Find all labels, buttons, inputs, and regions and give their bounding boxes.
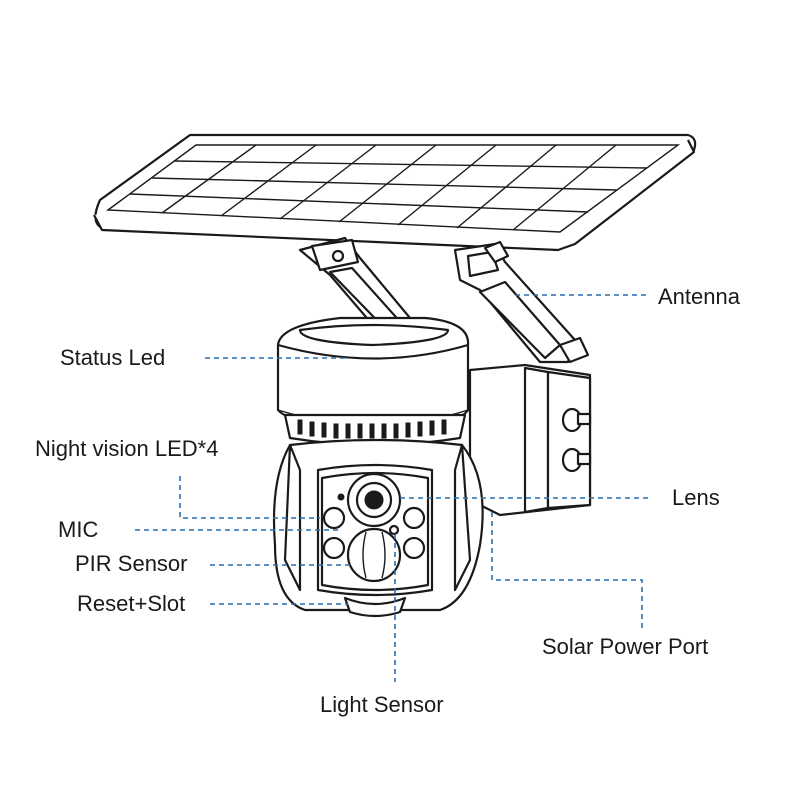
label-night-vision: Night vision LED*4 bbox=[35, 436, 219, 461]
rear-box bbox=[468, 363, 592, 517]
right-bracket bbox=[453, 240, 590, 364]
camera-head bbox=[272, 438, 484, 618]
upper-housing bbox=[276, 316, 470, 447]
label-mic: MIC bbox=[58, 517, 99, 542]
label-reset-slot: Reset+Slot bbox=[77, 591, 186, 616]
leader-night-vision bbox=[179, 476, 320, 519]
label-antenna: Antenna bbox=[658, 284, 740, 309]
label-pir-sensor: PIR Sensor bbox=[75, 551, 188, 576]
leader-solar-port bbox=[491, 512, 643, 628]
label-light-sensor: Light Sensor bbox=[320, 692, 444, 717]
solar-panel bbox=[93, 133, 697, 252]
label-status-led: Status Led bbox=[60, 345, 166, 370]
leader-lines bbox=[135, 294, 652, 682]
label-solar-power-port: Solar Power Port bbox=[542, 634, 709, 659]
label-lens: Lens bbox=[672, 485, 720, 510]
